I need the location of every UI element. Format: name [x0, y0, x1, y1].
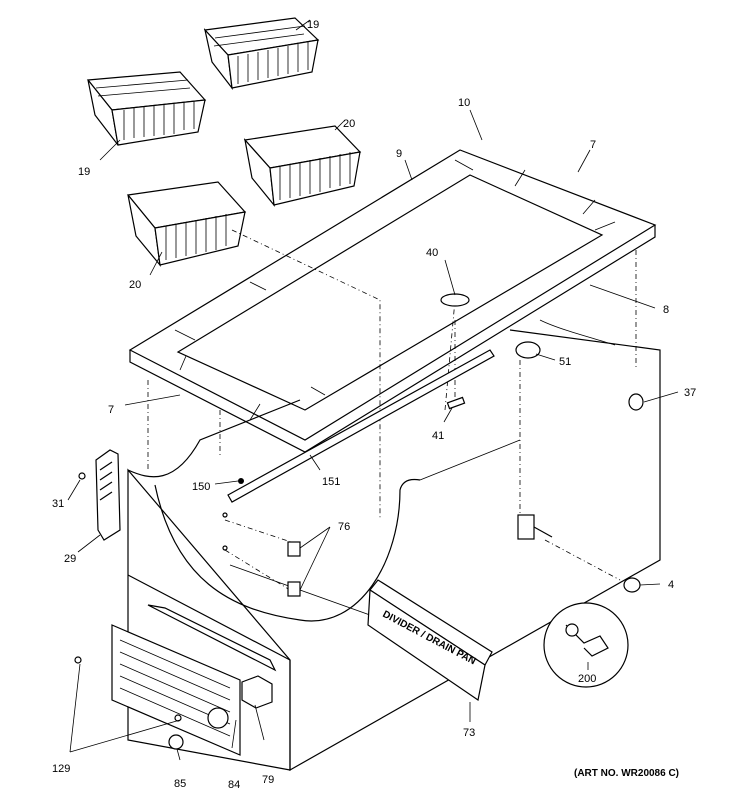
- callout-labels: 19 19 20 20 10 9 7 7 8 40 51 37 41 151 1…: [52, 19, 696, 791]
- callout-10: 10: [458, 97, 470, 109]
- callout-200: 200: [578, 673, 596, 685]
- trim-strip: [227, 349, 495, 503]
- callout-8: 8: [663, 304, 669, 316]
- front-grille: [74, 604, 277, 756]
- callout-7-left: 7: [108, 404, 114, 416]
- callout-9: 9: [396, 148, 402, 160]
- callout-19-top: 19: [307, 19, 319, 31]
- callout-40: 40: [426, 247, 438, 259]
- callout-76: 76: [338, 521, 350, 533]
- alignment-lines: [147, 229, 637, 591]
- callout-37: 37: [684, 387, 696, 399]
- callout-85: 85: [174, 778, 186, 790]
- callout-29: 29: [64, 553, 76, 565]
- hinge-assembly: [78, 449, 121, 541]
- callout-20-right: 20: [343, 118, 355, 130]
- callout-20-left: 20: [129, 279, 141, 291]
- small-parts: [222, 293, 644, 597]
- art-number: (ART NO. WR20086 C): [574, 768, 679, 779]
- leader-lines: [67, 19, 679, 761]
- basket-top-right: [203, 17, 320, 91]
- callout-151: 151: [322, 476, 340, 488]
- callout-19-left: 19: [78, 166, 90, 178]
- callout-7-right: 7: [590, 139, 596, 151]
- callout-31: 31: [52, 498, 64, 510]
- callout-79: 79: [262, 774, 274, 786]
- basket-middle-right: [243, 125, 362, 207]
- callout-129: 129: [52, 763, 70, 775]
- callout-4: 4: [668, 579, 674, 591]
- button-part: [168, 734, 184, 750]
- basket-lower-left: [126, 181, 247, 267]
- divider-drain-pan: DIVIDER / DRAIN PAN: [367, 579, 493, 702]
- callout-51: 51: [559, 356, 571, 368]
- callout-150: 150: [192, 481, 210, 493]
- drain-fitting-detail: [543, 602, 629, 688]
- basket-top-left: [86, 71, 207, 146]
- switch-part: [241, 675, 273, 709]
- callout-84: 84: [228, 779, 240, 791]
- callout-73: 73: [463, 727, 475, 739]
- callout-41: 41: [432, 430, 444, 442]
- lid-gasket-frame: [128, 149, 657, 453]
